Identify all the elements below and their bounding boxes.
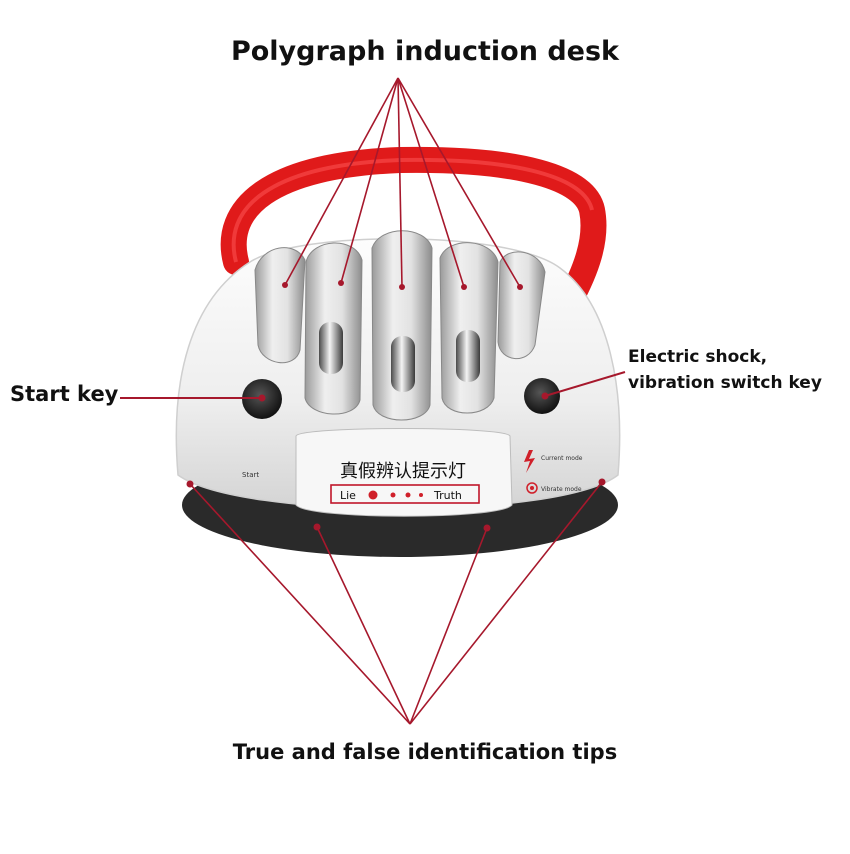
vibrate-icon bbox=[526, 482, 538, 494]
lie-label: Lie bbox=[340, 489, 356, 502]
current-mode-text: Current mode bbox=[541, 455, 583, 462]
start-key-callout-label: Start key bbox=[10, 382, 119, 406]
title-callout-label: Polygraph induction desk bbox=[230, 36, 620, 67]
electrode-plates bbox=[319, 322, 480, 392]
lightning-icon bbox=[524, 450, 535, 473]
shock-label-line1: Electric shock, bbox=[628, 347, 768, 367]
shock-label-line2: vibration switch key bbox=[628, 373, 822, 393]
bottom-callout-dots bbox=[186, 478, 606, 532]
shock-switch-callout-label: Electric shock, vibration switch key bbox=[628, 344, 822, 396]
tips-callout-label: True and false identification tips bbox=[232, 740, 618, 764]
vibrate-mode-text: Vibrate mode bbox=[541, 486, 582, 493]
bottom-callout-lines bbox=[189, 481, 603, 725]
panel-chinese-text: 真假辨认提示灯 bbox=[340, 461, 466, 482]
truth-label: Truth bbox=[433, 489, 462, 502]
start-text: Start bbox=[242, 471, 259, 479]
switch-callout-line bbox=[544, 371, 626, 397]
front-panel bbox=[295, 428, 513, 517]
finger-slots bbox=[254, 230, 546, 421]
indicator-frame bbox=[330, 484, 480, 504]
top-callout-lines bbox=[284, 77, 521, 288]
top-callout-dots bbox=[282, 280, 523, 290]
indicator-lights bbox=[368, 490, 423, 500]
